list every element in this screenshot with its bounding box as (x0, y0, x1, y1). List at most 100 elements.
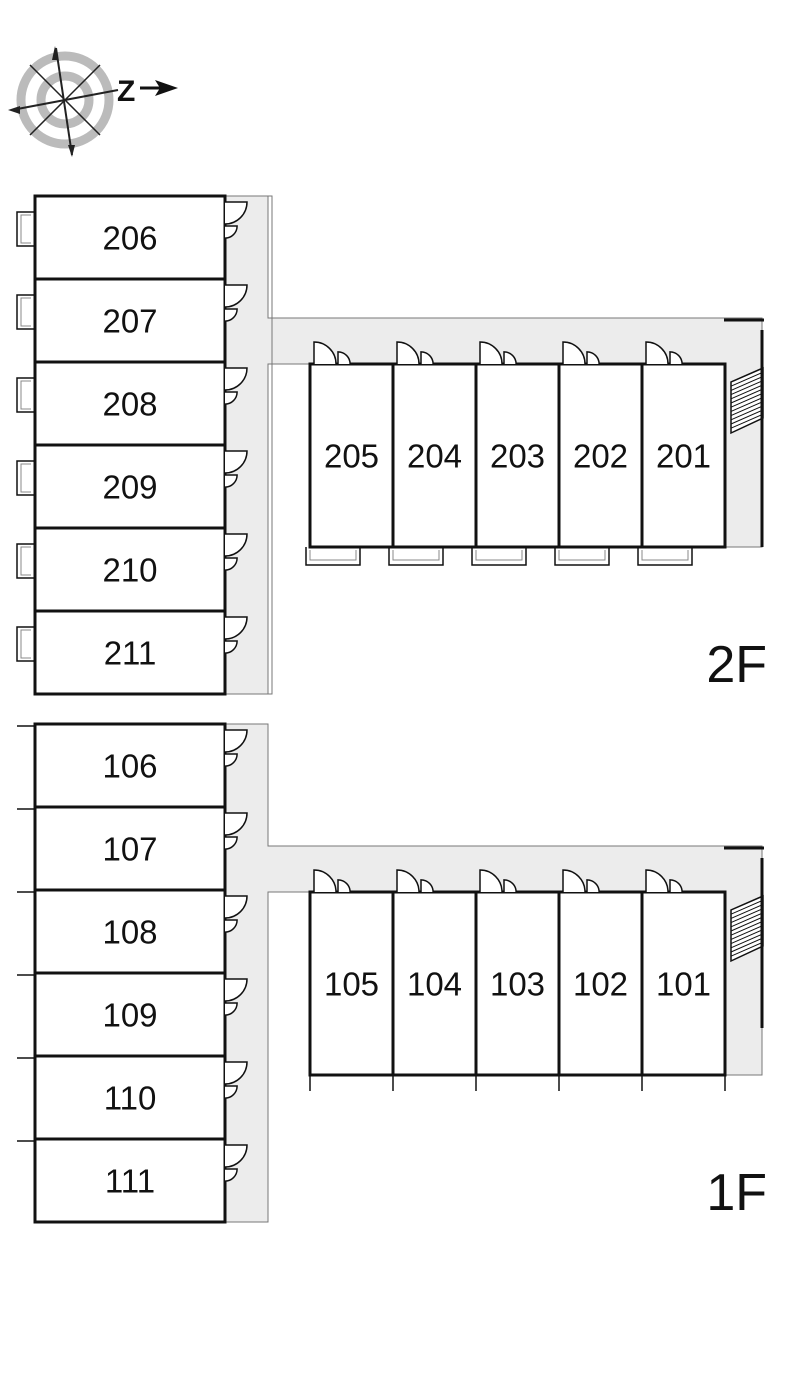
door-icon (224, 474, 238, 488)
door-icon (337, 351, 351, 365)
stair-step (730, 380, 764, 396)
room-number: 101 (656, 966, 711, 1003)
door-icon (503, 879, 517, 893)
balcony-inner (558, 550, 606, 561)
door-icon (420, 879, 434, 893)
door-icon (479, 869, 503, 893)
door-icon (645, 341, 669, 365)
room (33, 360, 227, 447)
balcony (554, 547, 610, 566)
stair-step (730, 392, 764, 408)
door-icon (224, 201, 248, 225)
door-icon (562, 869, 586, 893)
balcony (16, 460, 35, 496)
stair-step (730, 413, 764, 429)
room-number: 105 (324, 966, 379, 1003)
room-number: 204 (407, 438, 462, 475)
room (33, 443, 227, 530)
room-number: 205 (324, 438, 379, 475)
balcony (637, 547, 693, 566)
door-icon (224, 225, 238, 239)
room (474, 362, 561, 549)
floor-label: 2F (706, 636, 767, 694)
room-number: 106 (102, 748, 157, 785)
room-number: 109 (102, 997, 157, 1034)
stair-step (730, 371, 764, 387)
door-icon (313, 869, 337, 893)
balcony-inner (20, 546, 31, 576)
door-icon (224, 284, 248, 308)
door-icon (224, 1144, 248, 1168)
stair-step (730, 384, 764, 400)
room-number: 102 (573, 966, 628, 1003)
door-icon (224, 895, 248, 919)
door-icon (645, 869, 669, 893)
compass-north-letter: Z (117, 75, 135, 108)
room (33, 971, 227, 1058)
room-number: 210 (102, 552, 157, 589)
door-icon (337, 879, 351, 893)
room-number: 208 (102, 386, 157, 423)
room (33, 888, 227, 975)
balcony (16, 294, 35, 330)
room (33, 526, 227, 613)
balcony-inner (475, 550, 523, 561)
door-icon (669, 879, 683, 893)
door-icon (224, 308, 238, 322)
stair-step (730, 396, 764, 412)
balcony-inner (20, 629, 31, 659)
stair-step (730, 937, 764, 953)
room (557, 890, 644, 1077)
balcony-inner (20, 380, 31, 410)
door-icon (396, 341, 420, 365)
door-icon (224, 812, 248, 836)
stair-step (730, 941, 764, 957)
floor-label: 1F (706, 1164, 767, 1222)
room-number: 203 (490, 438, 545, 475)
room-number: 209 (102, 469, 157, 506)
room-number: 108 (102, 914, 157, 951)
room (640, 362, 727, 549)
door-icon (313, 341, 337, 365)
door-icon (586, 351, 600, 365)
stair-step (730, 899, 764, 915)
balcony (16, 377, 35, 413)
door-icon (224, 367, 248, 391)
stair-step (730, 405, 764, 421)
balcony-inner (20, 214, 31, 244)
stair-step (730, 401, 764, 417)
balcony (16, 626, 35, 662)
room (557, 362, 644, 549)
balcony (305, 547, 361, 566)
room (391, 890, 478, 1077)
room (640, 890, 727, 1077)
door-icon (562, 341, 586, 365)
door-icon (224, 729, 248, 753)
room (308, 362, 395, 549)
stair-step (730, 375, 764, 391)
compass-rose-icon (8, 46, 178, 157)
door-icon (224, 640, 238, 654)
door-icon (224, 978, 248, 1002)
door-icon (479, 341, 503, 365)
room-number: 107 (102, 831, 157, 868)
stair-step (730, 920, 764, 936)
door-icon (224, 1002, 238, 1016)
balcony (388, 547, 444, 566)
stair-step (730, 908, 764, 924)
room-number: 207 (102, 303, 157, 340)
door-icon (669, 351, 683, 365)
balcony (16, 211, 35, 247)
room-number: 110 (104, 1080, 157, 1117)
door-icon (224, 919, 238, 933)
balcony-inner (20, 463, 31, 493)
room (391, 362, 478, 549)
door-icon (396, 869, 420, 893)
room-number: 103 (490, 966, 545, 1003)
door-icon (224, 1085, 238, 1099)
room (308, 890, 395, 1077)
stair-step (730, 933, 764, 949)
balcony-inner (309, 550, 357, 561)
